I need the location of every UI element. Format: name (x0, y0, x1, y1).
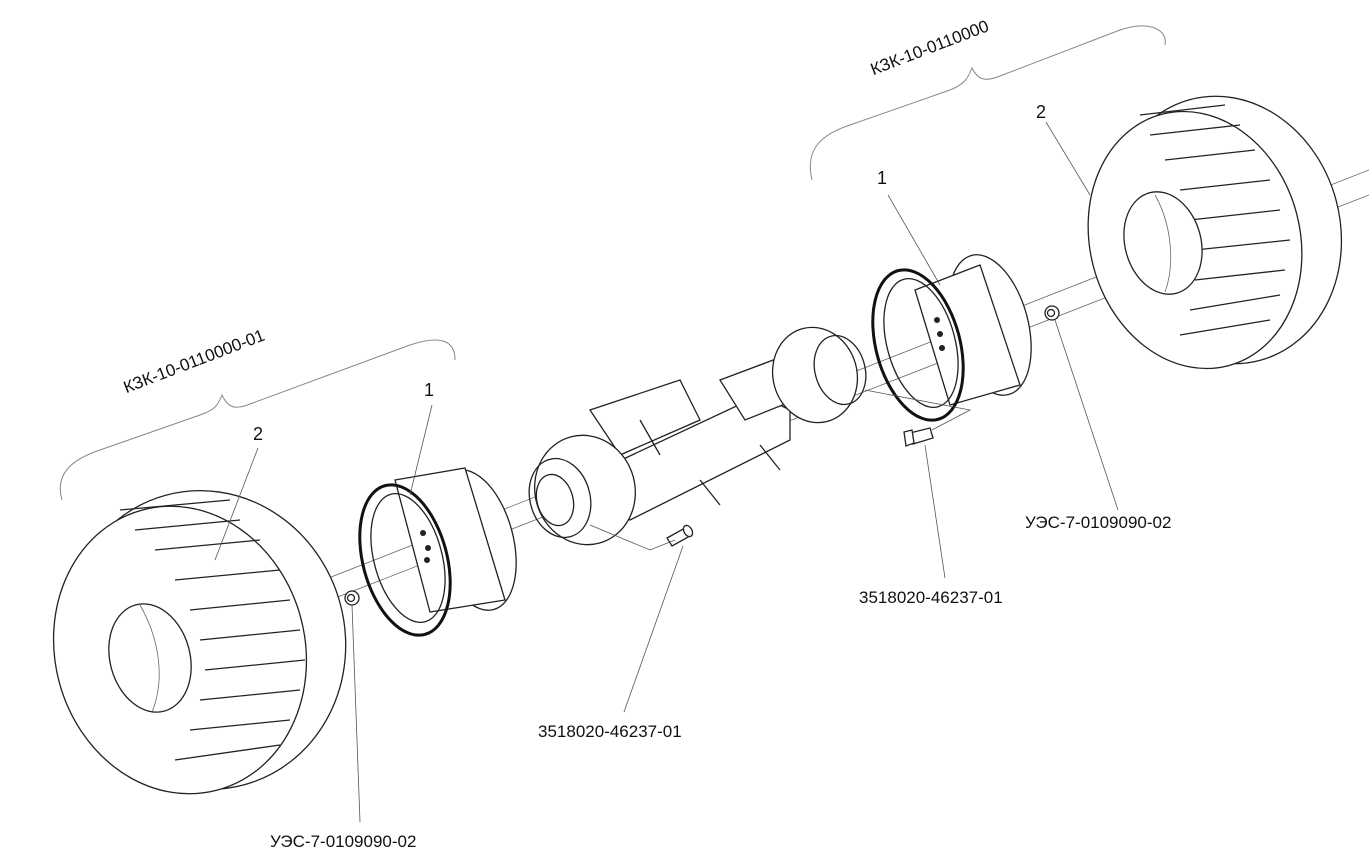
wheel-bolt-right (903, 427, 934, 447)
wheel-rim-right (871, 254, 1032, 422)
tire-left (52, 489, 347, 795)
axle-assembly (528, 326, 867, 546)
position-number-tire-right: 2 (1036, 102, 1047, 122)
callout-bolt-right: 3518020-46237-01 (859, 588, 1003, 607)
callout-nut-left: УЭС-7-0109090-02 (270, 832, 417, 851)
brace-left-assembly (59, 339, 456, 501)
position-number-rim-right: 1 (877, 168, 888, 188)
position-number-tire-left: 2 (253, 424, 264, 444)
wheel-rim-left (358, 467, 517, 637)
position-number-rim-left: 1 (424, 380, 435, 400)
wheel-nut-right (1044, 305, 1060, 321)
brace-right-assembly (809, 25, 1166, 181)
tire-right (1087, 95, 1343, 370)
leader-lines (214, 121, 1119, 823)
wheel-bolt-left (666, 524, 694, 547)
wheel-nut-left (344, 590, 360, 606)
callout-bolt-left: 3518020-46237-01 (538, 722, 682, 741)
callout-nut-right: УЭС-7-0109090-02 (1025, 513, 1172, 532)
